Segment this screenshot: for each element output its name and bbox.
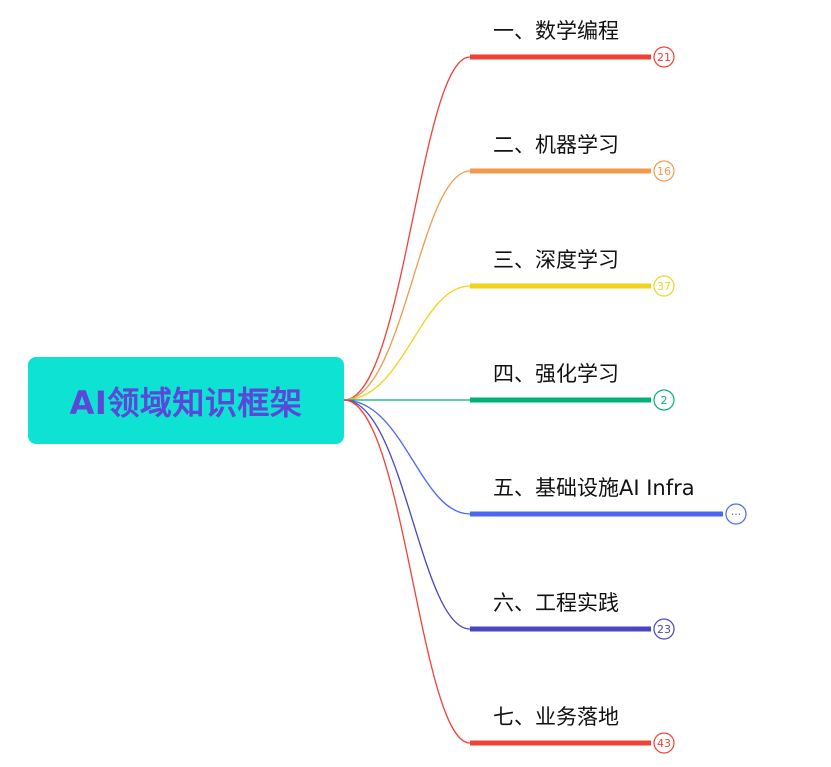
branch-label[interactable]: 五、基础设施AI Infra <box>493 476 695 500</box>
branch-connector <box>343 399 471 515</box>
branch-child-count[interactable]: 23 <box>657 623 671 636</box>
branch-connector <box>343 399 471 744</box>
root-node-label: AI领域知识框架 <box>69 383 303 422</box>
branch-child-count[interactable]: ··· <box>731 508 742 521</box>
branch-child-count[interactable]: 43 <box>657 737 671 750</box>
branch-label[interactable]: 四、强化学习 <box>493 362 619 386</box>
collapse-toggle-circle[interactable] <box>653 275 675 297</box>
branch-label[interactable]: 三、深度学习 <box>493 248 619 272</box>
collapse-toggle-circle[interactable] <box>653 618 675 640</box>
branch-label[interactable]: 一、数学编程 <box>493 19 619 43</box>
collapse-toggle-circle[interactable] <box>725 503 747 525</box>
branch-child-count[interactable]: 37 <box>657 280 671 293</box>
branch-child-count[interactable]: 2 <box>661 394 668 407</box>
root-node[interactable]: AI领域知识框架 <box>28 357 344 444</box>
branch-connector <box>343 56 471 401</box>
collapse-toggle-circle[interactable] <box>653 732 675 754</box>
branch-connector <box>343 285 471 401</box>
collapse-toggle-circle[interactable] <box>653 46 675 68</box>
collapse-toggle-circle[interactable] <box>653 389 675 411</box>
branch-connector <box>343 399 471 630</box>
branch-label[interactable]: 七、业务落地 <box>493 705 619 729</box>
collapse-toggle-circle[interactable] <box>653 160 675 182</box>
branch-child-count[interactable]: 21 <box>657 51 671 64</box>
branch-label[interactable]: 二、机器学习 <box>493 133 619 157</box>
branch-child-count[interactable]: 16 <box>657 165 671 178</box>
branch-label[interactable]: 六、工程实践 <box>493 591 619 615</box>
branch-connector <box>343 170 471 401</box>
